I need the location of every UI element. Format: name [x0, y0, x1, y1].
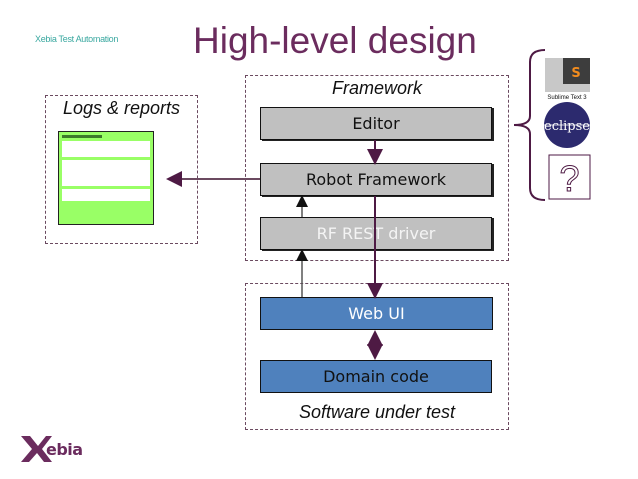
framework-label: Framework [331, 78, 422, 98]
domain-code-box: Domain code [260, 360, 492, 393]
slide-title: High-level design [193, 20, 477, 61]
svg-text:?: ? [559, 158, 579, 199]
framework-group [245, 75, 509, 261]
sut-label: Software under test [298, 402, 456, 422]
logs-group [45, 95, 198, 244]
svg-text:S: S [571, 66, 580, 81]
svg-text:Sublime Text 3: Sublime Text 3 [547, 95, 587, 101]
robot-framework-box: Robot Framework [260, 163, 492, 196]
editors-brace [513, 49, 546, 201]
editor-box: Editor [260, 107, 492, 140]
svg-text:ebia: ebia [46, 440, 83, 459]
xebia-logo: ebia [21, 436, 83, 462]
svg-text:eclipse: eclipse [544, 119, 590, 134]
report-thumbnail [58, 131, 154, 225]
eclipse-icon: eclipse [544, 102, 590, 148]
question-mark-icon: ? [548, 154, 591, 200]
sublime-text-icon: S Sublime Text 3 [545, 58, 590, 101]
logs-label: Logs & reports [62, 98, 181, 118]
brand-label: Xebia Test Automation [35, 34, 119, 44]
web-ui-box: Web UI [260, 297, 493, 330]
